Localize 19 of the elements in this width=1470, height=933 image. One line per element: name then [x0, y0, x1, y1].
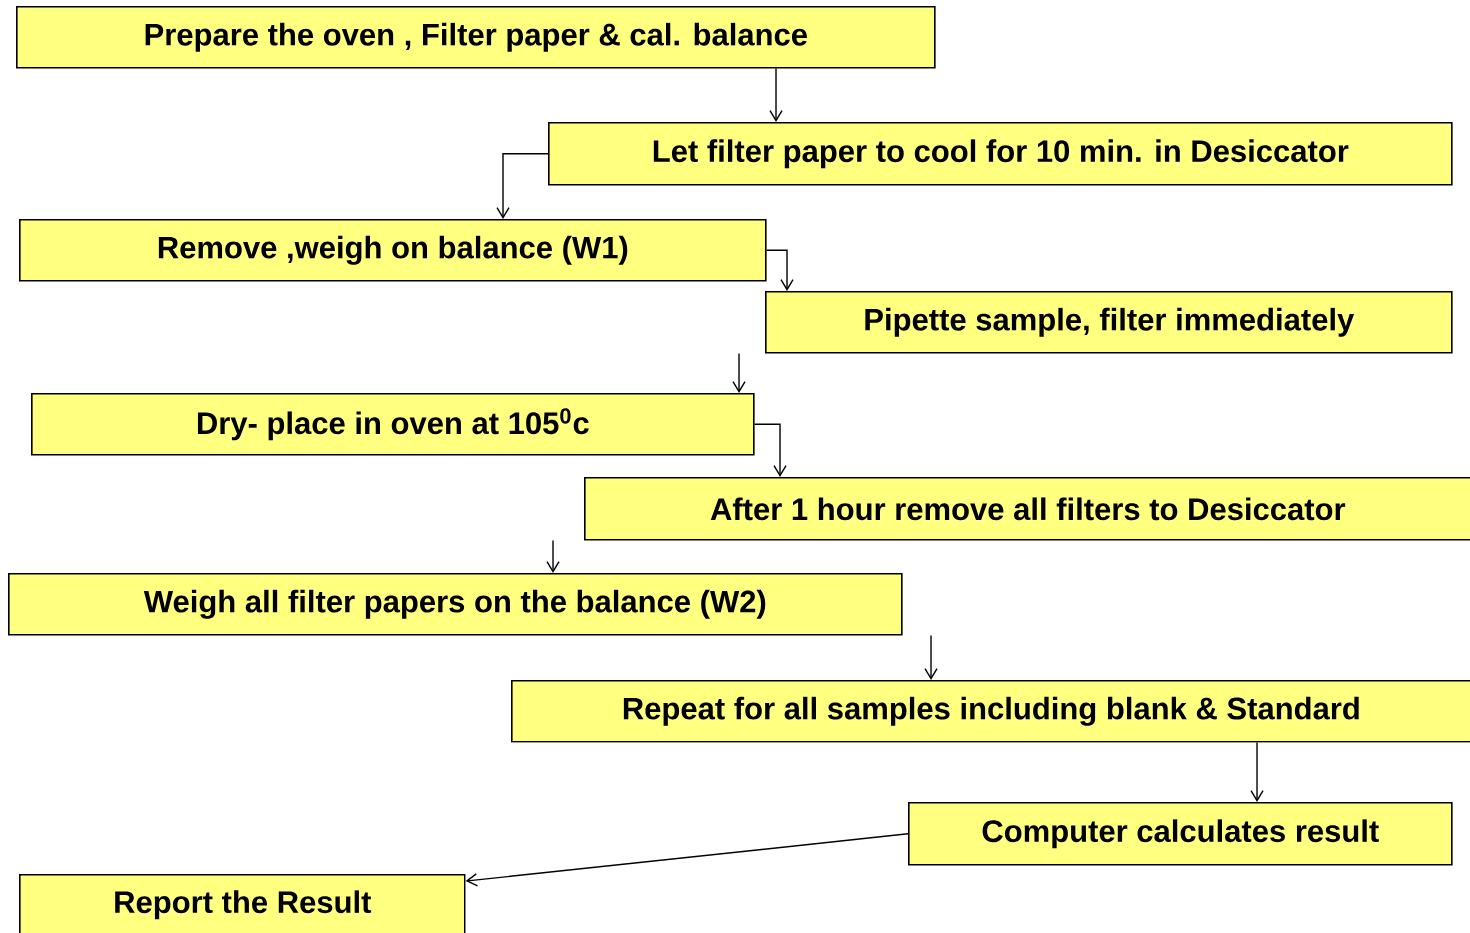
arrow	[496, 153, 549, 219]
process-box: Prepare the oven , Filter paper & cal. balance	[16, 6, 936, 69]
arrow	[1250, 741, 1264, 802]
arrow	[753, 423, 787, 477]
arrow	[769, 67, 783, 122]
process-box: After 1 hour remove all filters to Desiccator	[584, 477, 1470, 541]
process-box: Remove ,weigh on balance (W1)	[19, 219, 767, 282]
arrow	[546, 539, 560, 573]
process-box: Dry- place in oven at 105$^{0}$c	[31, 393, 755, 456]
process-box: Weigh all filter papers on the balance (W2)	[8, 573, 903, 636]
process-box: Report the Result	[19, 874, 466, 933]
process-box: Let filter paper to cool for 10 min. in Desiccator	[548, 122, 1453, 186]
process-box: Repeat for all samples including blank & Standard	[511, 680, 1470, 743]
process-box: Pipette sample, filter immediately	[765, 291, 1453, 354]
arrow	[732, 352, 746, 393]
arrow	[465, 833, 909, 887]
process-box: Computer calculates result	[908, 802, 1453, 866]
arrow	[924, 634, 938, 680]
arrow	[765, 249, 794, 291]
